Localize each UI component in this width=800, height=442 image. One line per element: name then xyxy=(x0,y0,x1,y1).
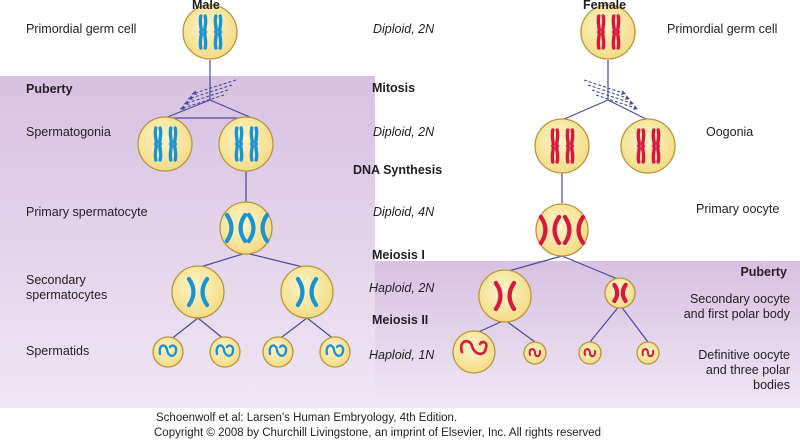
secondary-oocyte-cell xyxy=(478,269,532,323)
secondary-spermatocyte-right xyxy=(280,265,334,319)
female-puberty-label: Puberty xyxy=(740,265,787,279)
male-mitosis-arrow-4 xyxy=(179,94,225,110)
secondary-spermatocytes-label-2: spermatocytes xyxy=(26,288,108,302)
secondary-spermatocyte-left xyxy=(171,265,225,319)
female-mitosis-arrow-3 xyxy=(591,89,635,105)
mitosis-label: Mitosis xyxy=(372,81,416,95)
ploidy-primary: Diploid, 4N xyxy=(373,205,435,219)
spermatid-4 xyxy=(319,336,351,368)
definitive-oocyte-label-2: and three polar xyxy=(705,363,790,377)
male-mitosis-arrow-3 xyxy=(183,89,229,105)
polar-body-3 xyxy=(636,341,660,365)
primary-oocyte-label: Primary oocyte xyxy=(696,202,780,216)
credit-line-1: Schoenwolf et al: Larsen's Human Embryol… xyxy=(156,412,458,424)
ploidy-secondary: Haploid, 2N xyxy=(369,281,435,295)
spermatid-2 xyxy=(209,336,241,368)
primary-spermatocyte-label: Primary spermatocyte xyxy=(26,205,148,219)
female-mitosis-arrow-2 xyxy=(587,84,631,100)
oogonium-left xyxy=(534,118,590,174)
ploidy-primordial: Diploid, 2N xyxy=(373,22,435,36)
male-primordial-cell xyxy=(182,4,238,60)
male-line-meiosis1-right xyxy=(245,252,308,269)
definitive-oocyte-label-3: bodies xyxy=(753,378,790,392)
female-line-right xyxy=(607,99,649,121)
spermatids-label: Spermatids xyxy=(26,344,90,358)
polar-body-2 xyxy=(578,341,602,365)
male-mitosis-arrow-1 xyxy=(191,79,237,95)
primary-oocyte-cell xyxy=(535,203,589,257)
oogonium-right xyxy=(620,118,676,174)
male-mitosis-arrow-2 xyxy=(187,84,233,100)
spermatogonium-left xyxy=(137,116,193,172)
male-line-m2-c xyxy=(277,317,308,341)
female-line-left xyxy=(561,99,609,121)
secondary-oocyte-label-1: Secondary oocyte xyxy=(689,292,790,306)
spermatogonium-right xyxy=(218,116,274,172)
female-header: Female xyxy=(583,0,627,12)
female-primordial-label: Primordial germ cell xyxy=(667,22,778,36)
female-primordial-cell xyxy=(580,4,636,60)
secondary-oocyte-label-2: and first polar body xyxy=(683,307,790,321)
female-line-m2-b xyxy=(504,319,536,343)
spermatid-1 xyxy=(152,336,184,368)
meiosis-one-label: Meiosis I xyxy=(372,248,425,262)
male-line-m2-d xyxy=(306,317,336,341)
polar-body-1 xyxy=(523,341,547,365)
definitive-oocyte-label-1: Definitive oocyte xyxy=(698,348,790,362)
credit-line-2: Copyright © 2008 by Churchill Livingston… xyxy=(154,427,601,439)
male-header: Male xyxy=(192,0,220,12)
female-mitosis-arrow-1 xyxy=(583,79,627,95)
male-line-m2-a xyxy=(169,317,199,341)
spermatogonia-label: Spermatogonia xyxy=(26,125,111,139)
female-line-m2-c xyxy=(589,304,621,343)
secondary-spermatocytes-label-1: Secondary xyxy=(26,273,86,287)
ploidy-spermatogonia: Diploid, 2N xyxy=(373,125,435,139)
female-line-meiosis1-right xyxy=(561,255,621,281)
spermatid-3 xyxy=(262,336,294,368)
dna-synthesis-label: DNA Synthesis xyxy=(353,163,443,177)
male-line-m2-b xyxy=(197,317,226,341)
male-line-meiosis1-left xyxy=(196,252,247,269)
female-line-m2-d xyxy=(619,304,649,343)
first-polar-body xyxy=(604,277,636,309)
primary-spermatocyte-cell xyxy=(219,201,273,255)
male-line-right xyxy=(209,99,253,119)
female-mitosis-arrow-4 xyxy=(595,94,639,110)
female-line-meiosis1-left xyxy=(504,255,563,273)
male-primordial-label: Primordial germ cell xyxy=(26,22,137,36)
male-line-left xyxy=(164,99,211,119)
meiosis-two-label: Meiosis II xyxy=(372,313,429,327)
male-puberty-label: Puberty xyxy=(26,82,73,96)
female-puberty-band xyxy=(375,261,800,408)
ploidy-spermatids: Haploid, 1N xyxy=(369,348,435,362)
oogonia-label: Oogonia xyxy=(706,125,754,139)
definitive-oocyte-cell xyxy=(452,330,496,374)
